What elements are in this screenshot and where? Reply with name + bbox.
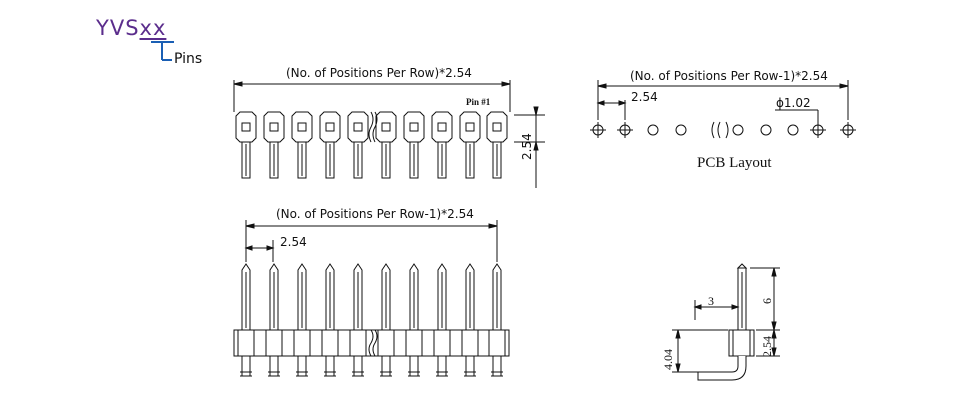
side-view — [672, 263, 780, 381]
front-view-pin — [433, 263, 451, 377]
front-view-pin — [461, 263, 479, 377]
top-view — [233, 80, 545, 188]
break-mark — [372, 111, 378, 143]
top-view-pin — [403, 111, 425, 179]
top-view-pin — [486, 111, 508, 179]
part-suffix: xx — [139, 16, 167, 40]
part-prefix: YVS — [96, 16, 140, 40]
side-total-dim: 4.04 — [661, 349, 675, 370]
pins-label: Pins — [174, 51, 203, 67]
pcb-layout-title: PCB Layout — [697, 155, 772, 171]
pcb-overall-dim: (No. of Positions Per Row-1)*2.54 — [630, 69, 828, 83]
front-view-pin — [293, 263, 311, 377]
break-mark — [711, 121, 729, 139]
side-body-dim: 2.54 — [760, 336, 774, 357]
top-view-pin — [319, 111, 341, 179]
front-view-pin — [321, 263, 339, 377]
front-view-pin — [405, 263, 423, 377]
top-view-pin — [459, 111, 481, 179]
pins-bracket — [151, 41, 174, 61]
side-offset-dim: 3 — [708, 294, 714, 308]
break-mark — [368, 329, 374, 357]
front-view — [244, 220, 498, 262]
break-mark — [372, 329, 378, 357]
front-view-pin — [377, 263, 395, 377]
pcb-hole — [732, 124, 744, 136]
top-view-pin — [235, 111, 257, 179]
break-mark — [368, 111, 374, 143]
front-overall-dim: (No. of Positions Per Row-1)*2.54 — [276, 207, 474, 221]
front-view-pins — [233, 263, 510, 377]
top-height-dim: 2.54 — [520, 133, 534, 160]
pcb-hole — [760, 124, 772, 136]
front-pitch-dim: 2.54 — [280, 235, 307, 249]
pcb-holes — [590, 121, 856, 139]
pcb-hole — [675, 124, 687, 136]
top-overall-dim: (No. of Positions Per Row)*2.54 — [286, 66, 472, 80]
part-number: YVSxx — [96, 16, 166, 40]
pcb-pitch-dim: 2.54 — [631, 90, 658, 104]
top-view-pin — [375, 111, 397, 179]
front-view-pin — [237, 263, 255, 377]
top-view-pin — [291, 111, 313, 179]
pin1-label: Pin #1 — [466, 97, 491, 107]
pcb-hole-dim: ϕ1.02 — [776, 96, 811, 110]
pcb-hole — [647, 124, 659, 136]
side-pin-height-dim: 6 — [760, 298, 774, 304]
pcb-layout — [596, 80, 849, 124]
top-view-pin — [263, 111, 285, 179]
top-view-housing — [235, 111, 508, 179]
top-view-pin — [347, 111, 369, 179]
front-view-pin — [488, 263, 506, 377]
top-view-pin — [431, 111, 453, 179]
front-view-pin — [265, 263, 283, 377]
front-view-pin — [349, 263, 367, 377]
pcb-hole — [787, 124, 799, 136]
